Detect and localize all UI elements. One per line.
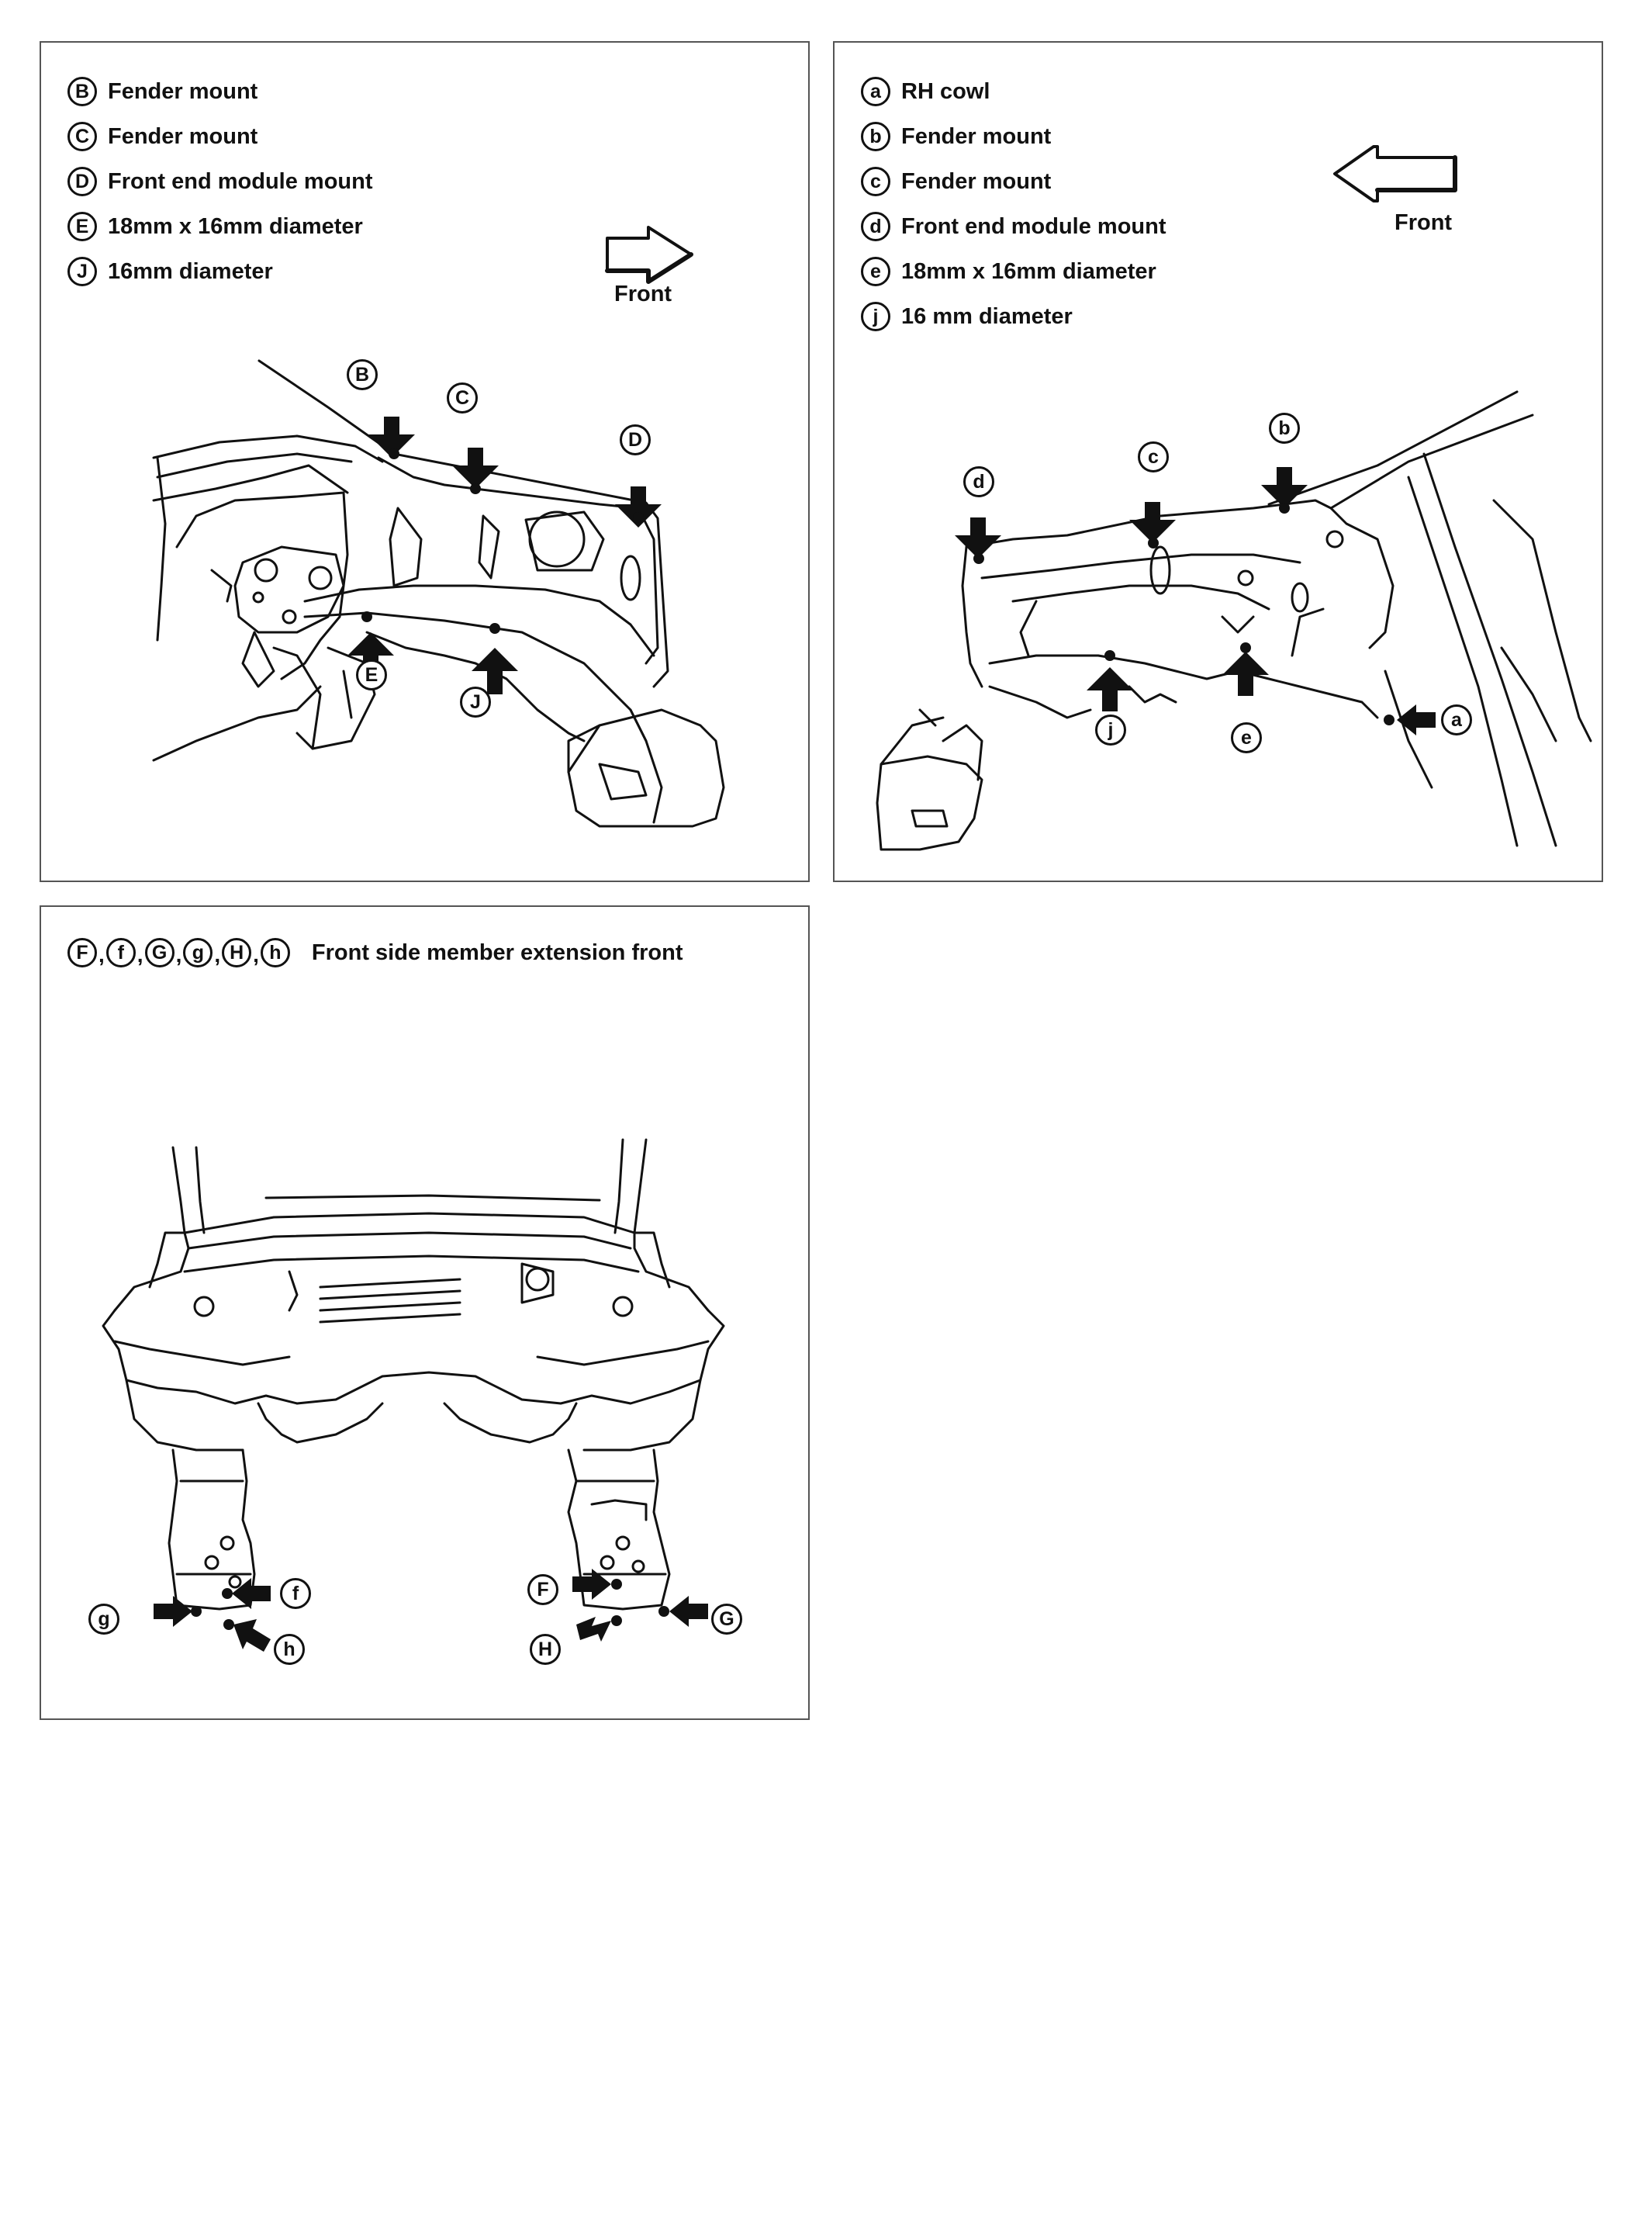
left-body-drawing: [152, 226, 725, 828]
arrow-marker-D: [615, 486, 662, 528]
callout-j: j: [1095, 715, 1126, 746]
panel-header: F, f, G, g, H, h Front side member exten…: [67, 938, 683, 967]
callout-F: F: [527, 1574, 558, 1605]
legend-letter: e: [861, 257, 890, 286]
arrow-marker-E: [347, 632, 394, 679]
legend-letter: B: [67, 77, 97, 106]
diagram-panel-bottom: F, f, G, g, H, h Front side member exten…: [40, 905, 810, 1720]
front-structure-drawing: [102, 1138, 725, 1652]
front-arrow-left-icon: [1333, 145, 1457, 202]
legend-text: 16mm diameter: [108, 258, 273, 284]
legend-text: Front end module mount: [108, 168, 373, 194]
callout-c: c: [1138, 441, 1169, 472]
legend-text: Front end module mount: [901, 213, 1166, 239]
header-text: Front side member extension front: [311, 940, 683, 965]
callout-a: a: [1441, 704, 1472, 735]
legend-item: d Front end module mount: [861, 204, 1166, 249]
callout-J: J: [460, 687, 491, 718]
arrow-marker-b: [1261, 467, 1308, 508]
legend-text: RH cowl: [901, 78, 990, 104]
callout-h: h: [274, 1634, 305, 1665]
header-letter: H: [222, 938, 252, 967]
legend-letter: E: [67, 212, 97, 241]
legend-letter: D: [67, 167, 97, 196]
arrow-marker-c: [1129, 502, 1176, 543]
legend-item: B Fender mount: [67, 69, 373, 114]
legend-item: b Fender mount: [861, 114, 1166, 159]
legend-letter: a: [861, 77, 890, 106]
right-body-drawing: [876, 145, 1592, 851]
arrow-marker-d: [955, 517, 1001, 559]
legend-text: Fender mount: [108, 78, 258, 104]
callout-G: G: [711, 1604, 742, 1635]
arrow-marker-a: [1397, 704, 1436, 735]
callout-f: f: [280, 1578, 311, 1609]
legend-letter: d: [861, 212, 890, 241]
legend-letter: J: [67, 257, 97, 286]
front-label: Front: [1395, 210, 1453, 235]
arrow-marker-h: [233, 1619, 271, 1652]
legend-text: 18mm x 16mm diameter: [901, 258, 1156, 284]
front-label: Front: [614, 282, 672, 306]
arrow-marker-f: [232, 1578, 271, 1609]
callout-H: H: [530, 1634, 561, 1665]
callout-d: d: [963, 466, 994, 497]
legend-item: J 16mm diameter: [67, 249, 373, 294]
legend-text: Fender mount: [901, 168, 1052, 194]
arrow-marker-F: [572, 1569, 611, 1600]
callout-g: g: [88, 1604, 119, 1635]
header-letter: G: [144, 938, 175, 967]
legend-text: Fender mount: [901, 123, 1052, 149]
callout-b: b: [1269, 413, 1300, 444]
legend-item: j 16 mm diameter: [861, 294, 1166, 339]
header-letter: g: [183, 938, 213, 967]
legend-item: c Fender mount: [861, 159, 1166, 204]
callout-C: C: [447, 382, 478, 414]
header-letter: f: [105, 938, 136, 967]
diagram-panel-left: B Fender mount C Fender mount D Front end m…: [40, 41, 810, 882]
arrow-marker-B: [368, 417, 415, 458]
callout-B: B: [347, 359, 378, 390]
header-letter: h: [260, 938, 290, 967]
legend-item: e 18mm x 16mm diameter: [861, 249, 1166, 294]
callout-D: D: [620, 424, 651, 455]
arrow-marker-j: [1087, 667, 1133, 711]
arrow-marker-G: [669, 1596, 708, 1627]
legend-letter: j: [861, 302, 890, 331]
legend-item: a RH cowl: [861, 69, 1166, 114]
callout-e: e: [1231, 722, 1262, 753]
arrow-marker-J: [472, 648, 518, 694]
legend-letter: b: [861, 122, 890, 151]
arrow-marker-g: [154, 1596, 192, 1627]
legend-text: 18mm x 16mm diameter: [108, 213, 363, 239]
legend-text: Fender mount: [108, 123, 258, 149]
legend-left: B Fender mount C Fender mount D Front end m…: [67, 69, 373, 294]
legend-letter: c: [861, 167, 890, 196]
legend-item: C Fender mount: [67, 114, 373, 159]
header-letter: F: [67, 938, 97, 967]
arrow-marker-C: [452, 448, 499, 489]
legend-item: D Front end module mount: [67, 159, 373, 204]
arrow-marker-H: [576, 1617, 611, 1642]
legend-letter: C: [67, 122, 97, 151]
legend-text: 16 mm diameter: [901, 303, 1073, 329]
callout-E: E: [356, 659, 387, 690]
arrow-marker-e: [1222, 652, 1269, 696]
legend-item: E 18mm x 16mm diameter: [67, 204, 373, 249]
